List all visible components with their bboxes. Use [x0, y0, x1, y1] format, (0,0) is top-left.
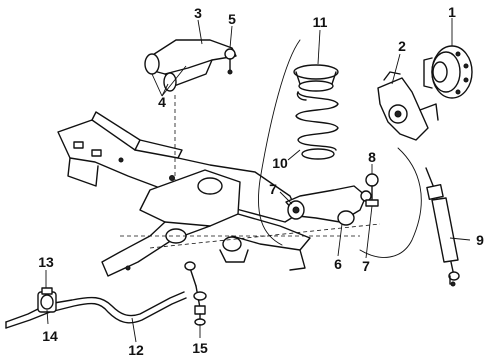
callout-5-upper-ball-joint: 5	[228, 11, 236, 27]
lower-ball-joint	[365, 173, 379, 207]
coil-spring	[293, 64, 339, 160]
upper-control-arm	[144, 39, 237, 92]
callout-10-spring-insulator: 10	[272, 155, 288, 171]
lower-control-arm	[285, 185, 372, 226]
leader-lines	[45, 18, 471, 343]
callout-6-lower-control-arm: 6	[334, 256, 342, 272]
alignment-lines	[120, 39, 422, 258]
stabilizer-bushing	[37, 287, 57, 313]
callout-7-lower-arm-bushing-rear: 7	[362, 258, 370, 274]
callout-14-stabilizer-bushing: 14	[42, 328, 58, 344]
callout-8-lower-ball-joint: 8	[368, 149, 376, 165]
callout-2-steering-knuckle: 2	[398, 38, 406, 54]
callout-9-shock-absorber: 9	[476, 232, 484, 248]
callout-12-stabilizer-bar: 12	[128, 342, 144, 358]
callout-4-upper-arm-bushings: 4	[158, 94, 166, 110]
callout-7-lower-arm-bushing: 7	[269, 181, 277, 197]
shock-absorber	[425, 167, 460, 287]
callout-13-stabilizer-bracket: 13	[38, 254, 54, 270]
callout-11-coil-spring: 11	[312, 14, 328, 30]
stabilizer-link	[184, 261, 207, 326]
callout-3-upper-control-arm: 3	[194, 5, 202, 21]
hub-bearing	[423, 45, 473, 99]
callout-15-stabilizer-link: 15	[192, 340, 208, 356]
stabilizer-bar	[5, 291, 187, 329]
steering-knuckle	[377, 71, 439, 141]
callout-1-hub-bearing: 1	[448, 4, 456, 20]
